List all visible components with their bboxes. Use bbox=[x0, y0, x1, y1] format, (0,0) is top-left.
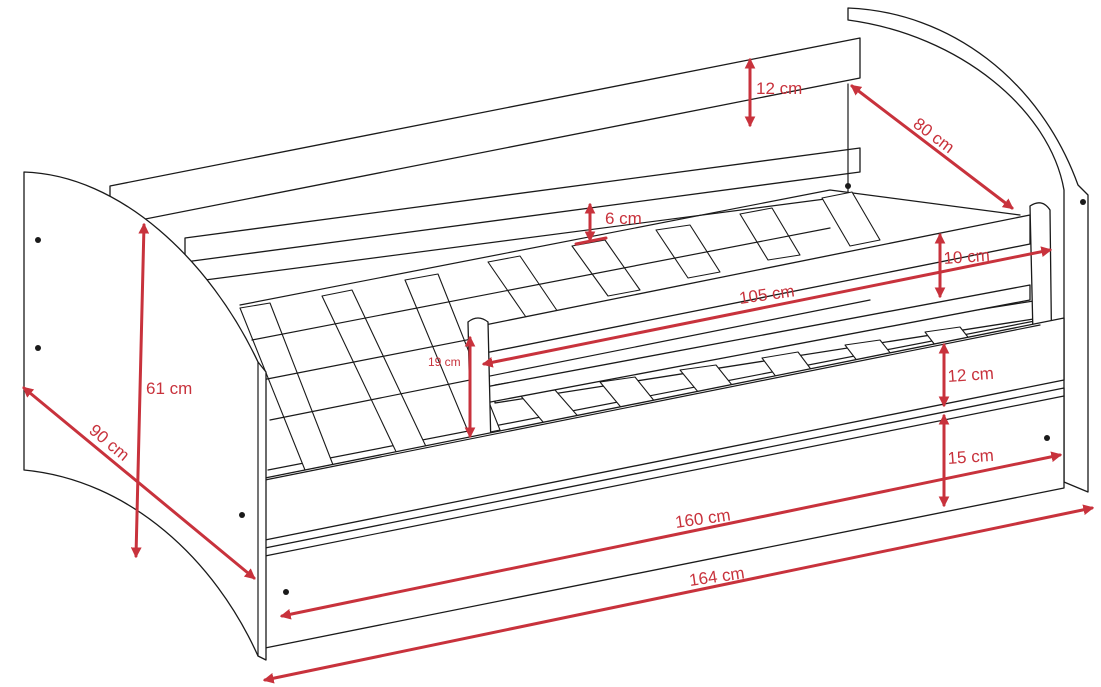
label-post: 19 cm bbox=[428, 355, 461, 369]
dimension-arrows bbox=[22, 57, 1095, 684]
back-wall-edge bbox=[204, 195, 849, 281]
label-headboard-rail: 12 cm bbox=[756, 79, 802, 98]
label-slat-gap: 6 cm bbox=[605, 209, 642, 228]
label-drawer: 15 cm bbox=[947, 446, 995, 468]
dim-width-arrow bbox=[22, 386, 256, 580]
label-front-panel: 12 cm bbox=[947, 364, 995, 386]
label-headboard-height: 61 cm bbox=[146, 379, 192, 398]
dim-total-length-arrow bbox=[262, 504, 1095, 684]
label-total-length: 164 cm bbox=[688, 563, 746, 590]
dim-depth-arrow bbox=[850, 84, 1014, 210]
label-guard-height: 10 cm bbox=[943, 246, 991, 268]
dim-slat-gap-tick bbox=[574, 236, 608, 246]
dim-guard-length-arrow bbox=[481, 246, 1053, 368]
